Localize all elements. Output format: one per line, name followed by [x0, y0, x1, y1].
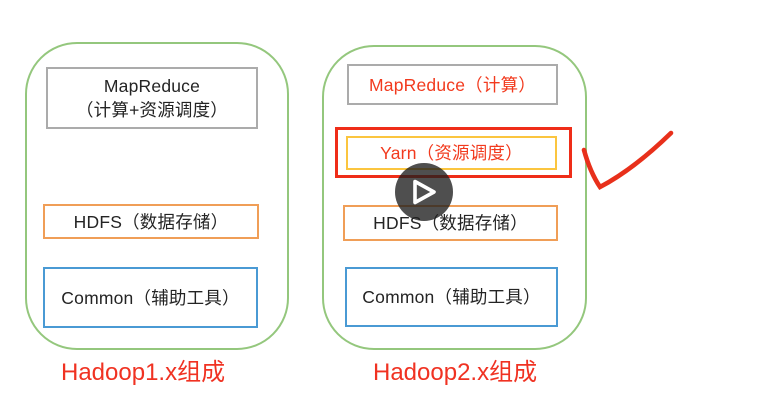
hadoop1-hdfs-box: HDFS（数据存储） — [43, 204, 259, 239]
hadoop2-mapreduce-box: MapReduce（计算） — [347, 64, 558, 105]
hadoop2-hdfs-box: HDFS（数据存储） — [343, 205, 558, 241]
hadoop1-container — [25, 42, 289, 350]
hadoop2-hdfs-label: HDFS（数据存储） — [373, 213, 528, 233]
play-button[interactable] — [395, 163, 453, 221]
hadoop2-mapreduce-label: MapReduce（计算） — [369, 74, 536, 95]
hadoop2-yarn-label: Yarn（资源调度） — [380, 143, 523, 163]
hadoop1-caption: Hadoop1.x组成 — [61, 359, 226, 386]
hadoop1-mapreduce-box: MapReduce （计算+资源调度） — [46, 67, 258, 129]
hadoop2-yarn-box: Yarn（资源调度） — [346, 136, 557, 170]
hadoop1-mapreduce-line2: （计算+资源调度） — [75, 100, 229, 120]
hadoop2-container — [322, 45, 587, 350]
play-icon — [413, 179, 436, 205]
yarn-highlight-annotation — [335, 127, 572, 178]
hadoop1-common-label: Common（辅助工具） — [61, 287, 240, 308]
hadoop1-common-box: Common（辅助工具） — [43, 267, 258, 328]
hadoop2-caption: Hadoop2.x组成 — [373, 359, 538, 386]
hadoop1-hdfs-label: HDFS（数据存储） — [73, 211, 229, 232]
hadoop2-common-label: Common（辅助工具） — [362, 287, 541, 307]
hadoop1-mapreduce-line1: MapReduce — [103, 76, 201, 96]
hadoop2-common-box: Common（辅助工具） — [345, 267, 558, 327]
